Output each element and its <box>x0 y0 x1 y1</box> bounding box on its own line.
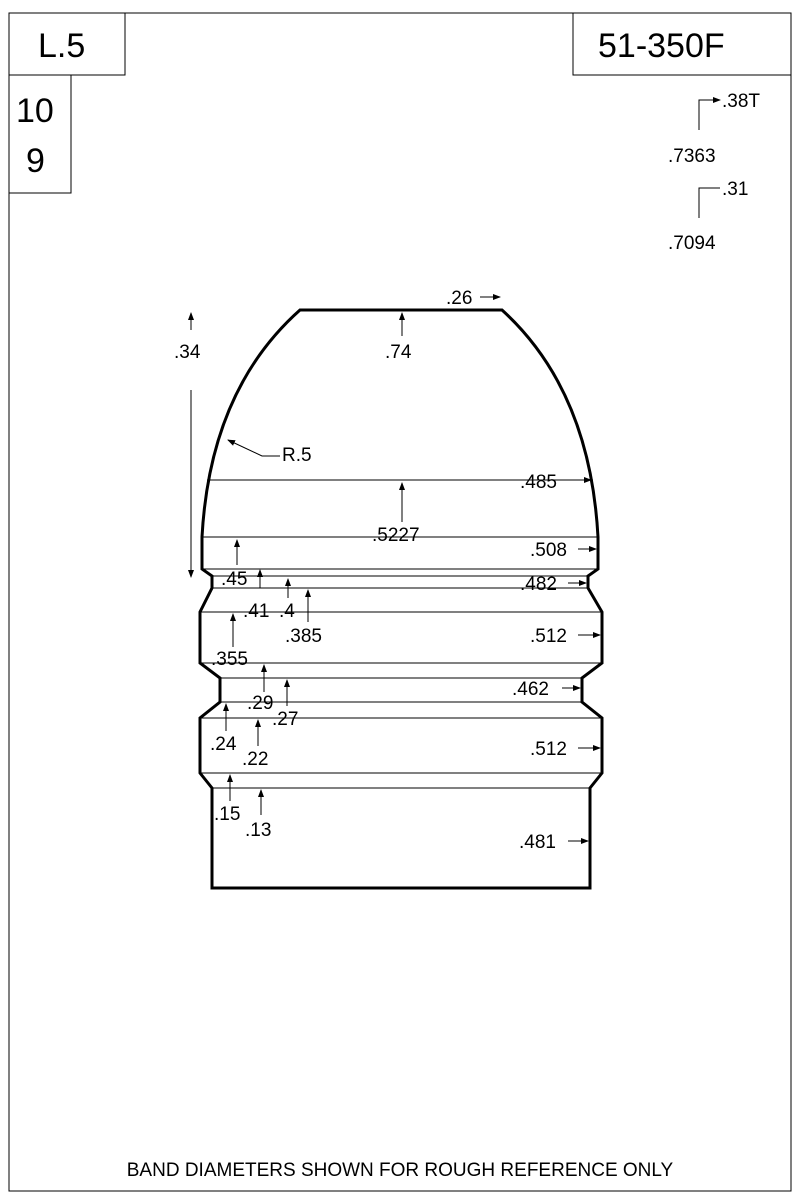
diameter-512a-label: .512 <box>530 626 567 647</box>
bottom-label-b: .7094 <box>668 233 716 254</box>
box-number-1: 10 <box>16 92 54 130</box>
title-right-box <box>572 13 791 76</box>
footer-note: BAND DIAMETERS SHOWN FOR ROUGH REFERENCE… <box>127 1160 674 1181</box>
length-15-label: .15 <box>214 804 240 825</box>
dimension-arrows <box>188 294 601 844</box>
meplat-label: .26 <box>446 288 472 309</box>
top-label-a: .38T <box>722 91 760 112</box>
sheet-border <box>8 12 792 1192</box>
length-5227-label: .5227 <box>372 525 420 546</box>
diameter-481-label: .481 <box>519 832 556 853</box>
title-left: L.5 <box>38 27 85 65</box>
length-22-label: .22 <box>242 749 268 770</box>
top-label-b: .31 <box>722 179 748 200</box>
diameter-508-label: .508 <box>530 540 567 561</box>
length-385-label: .385 <box>285 626 322 647</box>
length-13-label: .13 <box>245 820 271 841</box>
diameter-512b-label: .512 <box>530 739 567 760</box>
length-4-label: .4 <box>279 601 295 622</box>
diameter-485-label: .485 <box>520 472 557 493</box>
bottom-label-a: .7363 <box>668 146 716 167</box>
nose-length-label: .74 <box>385 342 412 363</box>
title-left-box <box>9 13 126 76</box>
numbers-box <box>9 75 72 194</box>
length-355-label: .355 <box>211 649 248 670</box>
diameter-462-label: .462 <box>512 679 549 700</box>
total-length-label: .34 <box>174 342 201 363</box>
length-27-label: .27 <box>272 709 298 730</box>
bullet-outline <box>198 308 604 890</box>
length-41-label: .41 <box>243 601 269 622</box>
radius-label: R.5 <box>282 445 312 466</box>
length-45-label: .45 <box>221 569 247 590</box>
length-29-label: .29 <box>247 693 273 714</box>
title-right: 51-350F <box>598 27 725 65</box>
box-number-2: 9 <box>26 142 45 180</box>
length-24-label: .24 <box>210 734 237 755</box>
diameter-482-label: .482 <box>520 574 557 595</box>
